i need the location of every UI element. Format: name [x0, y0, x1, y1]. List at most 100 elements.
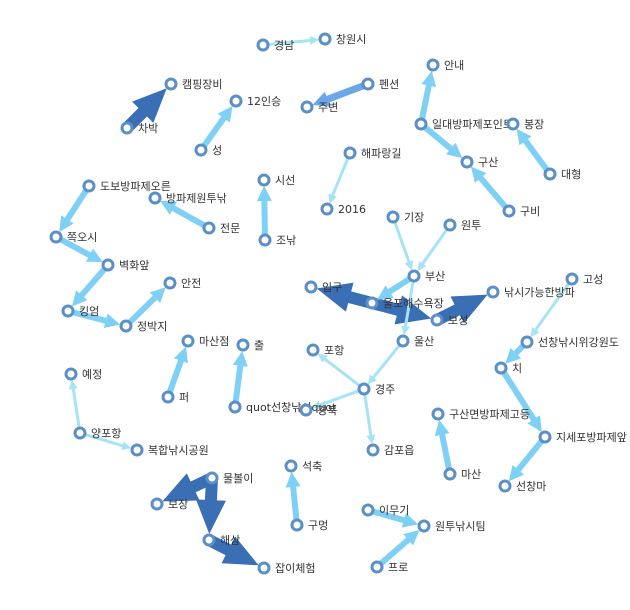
node-circle[interactable] [361, 503, 375, 517]
node-circle[interactable] [130, 443, 144, 457]
node-circle[interactable] [284, 459, 298, 473]
node-circle[interactable] [181, 334, 195, 348]
node-dobo[interactable]: 도보방파제오른 [82, 179, 171, 193]
node-circle[interactable] [520, 335, 534, 349]
node-pe[interactable]: 퍼 [161, 390, 189, 404]
node-gusanmyeon[interactable]: 구산면방파제고등 [431, 407, 530, 421]
node-nakksi[interactable]: 낚시가능한방파 [486, 285, 575, 299]
node-seokchuk[interactable]: 석축 [284, 459, 322, 473]
node-circle[interactable] [258, 233, 272, 247]
node-circle[interactable] [565, 272, 579, 286]
node-jonak[interactable]: 조낚 [258, 233, 296, 247]
node-circle[interactable] [538, 430, 552, 444]
node-circle[interactable] [161, 390, 175, 404]
node-circle[interactable] [150, 497, 164, 511]
node-12insu[interactable]: 12인승 [229, 94, 281, 108]
node-circle[interactable] [64, 367, 78, 381]
node-circle[interactable] [343, 146, 357, 160]
node-campjangbi[interactable]: 캠핑장비 [164, 77, 222, 91]
node-byeokhwa[interactable]: 벽화앞 [101, 258, 149, 272]
node-chi[interactable]: 치 [494, 361, 522, 375]
node-jise[interactable]: 지세포방파제앞 [538, 430, 627, 444]
node-seong[interactable]: 성 [194, 143, 222, 157]
node-bojang[interactable]: 보장 [150, 497, 188, 511]
node-bongjang[interactable]: 봉장 [506, 117, 544, 131]
node-daehyeong[interactable]: 대형 [543, 167, 581, 181]
node-circle[interactable] [120, 121, 134, 135]
node-circle[interactable] [443, 467, 457, 481]
node-circle[interactable] [194, 143, 208, 157]
node-haepa[interactable]: 해파랑길 [343, 146, 401, 160]
node-bokhap[interactable]: 복합낚시공원 [130, 443, 209, 457]
node-gyeongju[interactable]: 경주 [357, 382, 395, 396]
node-annae[interactable]: 안내 [426, 58, 464, 72]
node-circle[interactable] [407, 269, 421, 283]
node-circle[interactable] [414, 117, 428, 131]
node-chul[interactable]: 출 [236, 338, 264, 352]
node-circle[interactable] [148, 191, 162, 205]
node-wontunakksi[interactable]: 원투낚시팀 [417, 519, 486, 533]
node-circle[interactable] [256, 38, 270, 52]
node-circle[interactable] [366, 443, 380, 457]
node-japi[interactable]: 잡이체험 [257, 561, 315, 575]
node-circle[interactable] [430, 313, 444, 327]
node-circle[interactable] [386, 210, 400, 224]
node-ipgu[interactable]: 입구 [304, 280, 342, 294]
node-circle[interactable] [228, 400, 242, 414]
node-gampo[interactable]: 감포읍 [366, 443, 414, 457]
node-circle[interactable] [202, 221, 216, 235]
node-circle[interactable] [370, 560, 384, 574]
node-gyeongnam[interactable]: 경남 [256, 38, 294, 52]
node-ulpo[interactable]: 울포해수욕장 [365, 296, 444, 310]
node-circle[interactable] [73, 426, 87, 440]
node-circle[interactable] [306, 343, 320, 357]
node-jubyeon[interactable]: 주변 [300, 100, 338, 114]
node-circle[interactable] [506, 117, 520, 131]
node-haesam[interactable]: 해삼 [202, 533, 240, 547]
node-seonchang[interactable]: 선창낚시위강원도 [520, 335, 619, 349]
node-kingeom[interactable]: 킹엄 [61, 304, 99, 318]
node-pensyeon[interactable]: 펜션 [361, 77, 399, 91]
node-gusan[interactable]: 구산 [460, 155, 498, 169]
node-masan[interactable]: 마산 [443, 467, 481, 481]
node-circle[interactable] [163, 276, 177, 290]
node-circle[interactable] [417, 519, 431, 533]
node-circle[interactable] [498, 479, 512, 493]
node-anjeon[interactable]: 안전 [163, 276, 201, 290]
node-wontu[interactable]: 원투 [443, 218, 481, 232]
node-circle[interactable] [502, 204, 516, 218]
node-circle[interactable] [229, 94, 243, 108]
node-gyeongbuk[interactable]: 경북 [299, 403, 337, 417]
node-gumeong[interactable]: 구멍 [290, 518, 328, 532]
node-circle[interactable] [426, 58, 440, 72]
node-jjogosi[interactable]: 쪽오시 [49, 230, 97, 244]
node-jeonmun[interactable]: 전문 [202, 221, 240, 235]
node-circle[interactable] [396, 334, 410, 348]
node-y2016[interactable]: 2016 [320, 202, 366, 216]
node-circle[interactable] [61, 304, 75, 318]
node-goseong[interactable]: 고성 [565, 272, 603, 286]
node-bangpaje[interactable]: 방파제원투낚 [148, 191, 227, 205]
node-circle[interactable] [460, 155, 474, 169]
node-circle[interactable] [290, 518, 304, 532]
node-circle[interactable] [486, 285, 500, 299]
node-circle[interactable] [361, 77, 375, 91]
node-circle[interactable] [543, 167, 557, 181]
node-yangpohang[interactable]: 양포항 [73, 426, 121, 440]
node-circle[interactable] [205, 471, 219, 485]
node-busan[interactable]: 부산 [407, 269, 445, 283]
node-masanjeom[interactable]: 마산점 [181, 334, 229, 348]
node-quot[interactable]: quot선창낚시quot [228, 400, 337, 414]
node-boseong[interactable]: 보성 [430, 313, 468, 327]
node-circle[interactable] [299, 403, 313, 417]
node-siseon[interactable]: 시선 [257, 173, 295, 187]
node-circle[interactable] [236, 338, 250, 352]
node-chabak[interactable]: 차박 [120, 121, 158, 135]
node-circle[interactable] [365, 296, 379, 310]
node-circle[interactable] [318, 32, 332, 46]
node-gubi[interactable]: 구비 [502, 204, 540, 218]
node-imugi[interactable]: 이무기 [361, 503, 409, 517]
node-circle[interactable] [49, 230, 63, 244]
node-circle[interactable] [119, 319, 133, 333]
node-seonchangma[interactable]: 선창마 [498, 479, 546, 493]
